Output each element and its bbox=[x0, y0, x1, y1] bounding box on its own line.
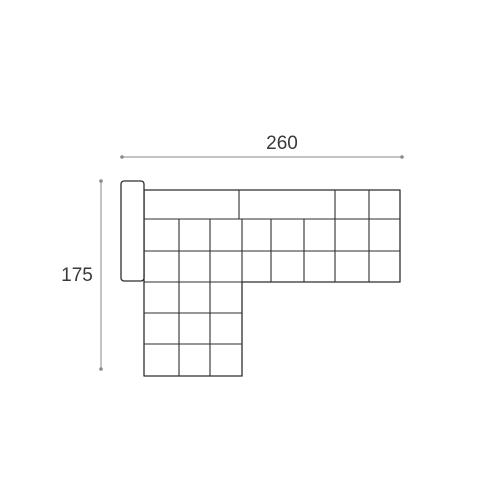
depth-dimension-end-tick bbox=[99, 367, 103, 371]
width-dimension: 260 bbox=[120, 133, 404, 159]
width-dimension-label: 260 bbox=[266, 133, 298, 154]
sofa-outline bbox=[143, 189, 401, 377]
width-dimension-end-tick bbox=[400, 155, 404, 159]
depth-dimension-start-tick bbox=[99, 179, 103, 183]
depth-dimension: 175 bbox=[61, 179, 103, 371]
depth-dimension-label: 175 bbox=[61, 265, 93, 286]
sofa-shape bbox=[120, 180, 401, 377]
width-dimension-start-tick bbox=[120, 155, 124, 159]
left-armrest bbox=[120, 180, 145, 282]
